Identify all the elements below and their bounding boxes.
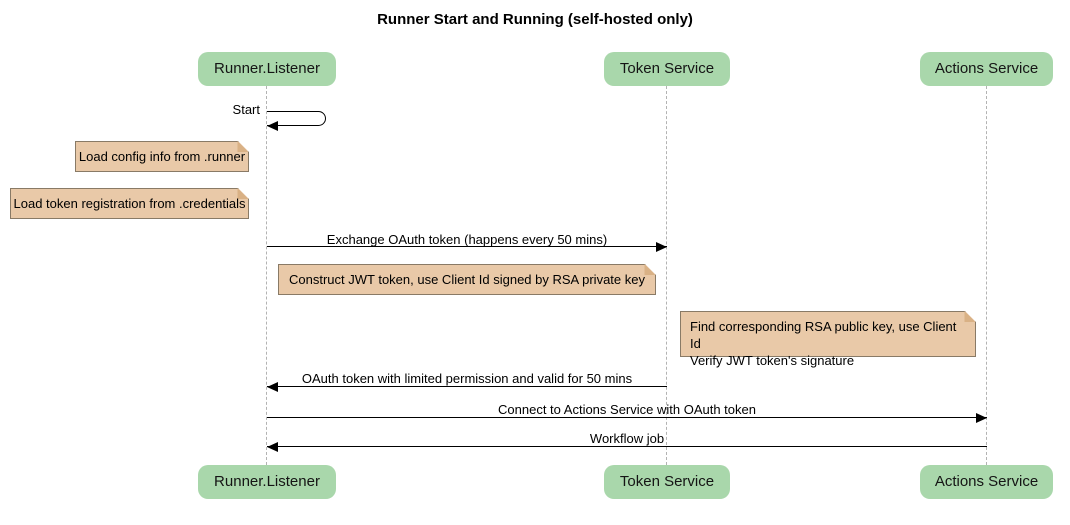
note-construct-jwt: Construct JWT token, use Client Id signe… [278, 264, 656, 295]
note-text: Load token registration from .credential… [13, 196, 246, 211]
participant-runner-listener-top: Runner.Listener [198, 52, 336, 86]
message-line [267, 386, 667, 387]
message-label-workflow: Workflow job [589, 431, 665, 446]
diagram-title: Runner Start and Running (self-hosted on… [377, 11, 693, 28]
arrowhead-right-icon [976, 413, 987, 423]
note-text: Construct JWT token, use Client Id signe… [289, 272, 645, 287]
note-text-line2: Verify JWT token's signature [690, 353, 855, 368]
message-line [267, 446, 987, 447]
participant-actions-service-bottom: Actions Service [920, 465, 1053, 499]
lifeline-runner-listener [266, 86, 267, 465]
arrowhead-left-icon [267, 382, 278, 392]
note-text: Load config info from .runner [78, 149, 246, 164]
arrowhead-right-icon [656, 242, 667, 252]
lifeline-token-service [666, 86, 667, 465]
arrowhead-left-icon [267, 121, 278, 131]
note-text-line1: Find corresponding RSA public key, use C… [690, 319, 957, 351]
note-load-config: Load config info from .runner [75, 141, 249, 172]
arrowhead-left-icon [267, 442, 278, 452]
message-line [267, 246, 667, 247]
message-label-exchange: Exchange OAuth token (happens every 50 m… [326, 232, 608, 247]
note-load-credentials: Load token registration from .credential… [10, 188, 249, 219]
participant-token-service-top: Token Service [604, 52, 730, 86]
message-label-start: Start [232, 102, 260, 117]
note-verify-jwt: Find corresponding RSA public key, use C… [680, 311, 976, 368]
message-label-connect: Connect to Actions Service with OAuth to… [498, 402, 756, 417]
message-label-oauth-return: OAuth token with limited permission and … [301, 371, 633, 386]
participant-runner-listener-bottom: Runner.Listener [198, 465, 336, 499]
message-line [267, 417, 987, 418]
lifeline-actions-service [986, 86, 987, 465]
participant-token-service-bottom: Token Service [604, 465, 730, 499]
self-message-loop [267, 111, 326, 126]
participant-actions-service-top: Actions Service [920, 52, 1053, 86]
